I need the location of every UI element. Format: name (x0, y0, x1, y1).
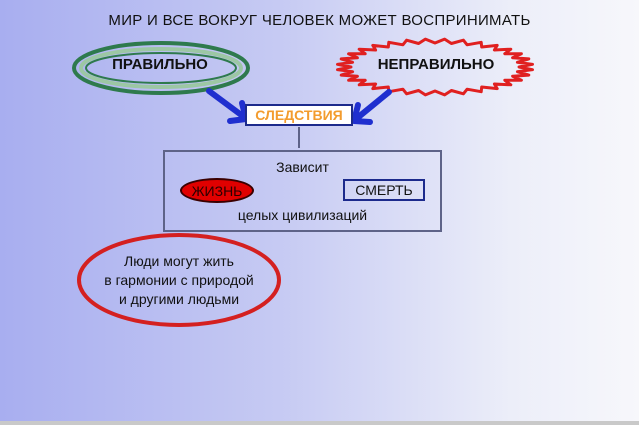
harmony-line-3: и другими людьми (118, 291, 240, 307)
arrow-right-to-center (351, 89, 392, 125)
harmony-text: Люди могут жить в гармонии с природой и … (84, 252, 274, 309)
life-label: ЖИЗНЬ (191, 182, 243, 199)
death-box: СМЕРТЬ (343, 179, 425, 201)
slide-title: МИР И ВСЕ ВОКРУГ ЧЕЛОВЕК МОЖЕТ ВОСПРИНИМ… (108, 12, 531, 29)
incorrect-label: НЕПРАВИЛЬНО (377, 56, 495, 73)
harmony-line-1: Люди могут жить (124, 253, 234, 269)
consequences-label: СЛЕДСТВИЯ (255, 107, 343, 123)
harmony-line-2: в гармонии с природой (104, 272, 254, 288)
left-ellipse (72, 41, 250, 95)
arrow-left-to-center (206, 88, 249, 124)
civilizations-label: целых цивилизаций (237, 207, 368, 223)
depends-label: Зависит (276, 159, 329, 175)
dependency-frame (163, 150, 442, 232)
life-ellipse: ЖИЗНЬ (180, 178, 254, 203)
death-label: СМЕРТЬ (355, 182, 413, 198)
bottom-border (0, 421, 639, 425)
correct-label: ПРАВИЛЬНО (112, 56, 208, 73)
consequences-box: СЛЕДСТВИЯ (245, 104, 353, 126)
harmony-ellipse (77, 233, 281, 327)
right-zigzag-ellipse (336, 37, 534, 97)
